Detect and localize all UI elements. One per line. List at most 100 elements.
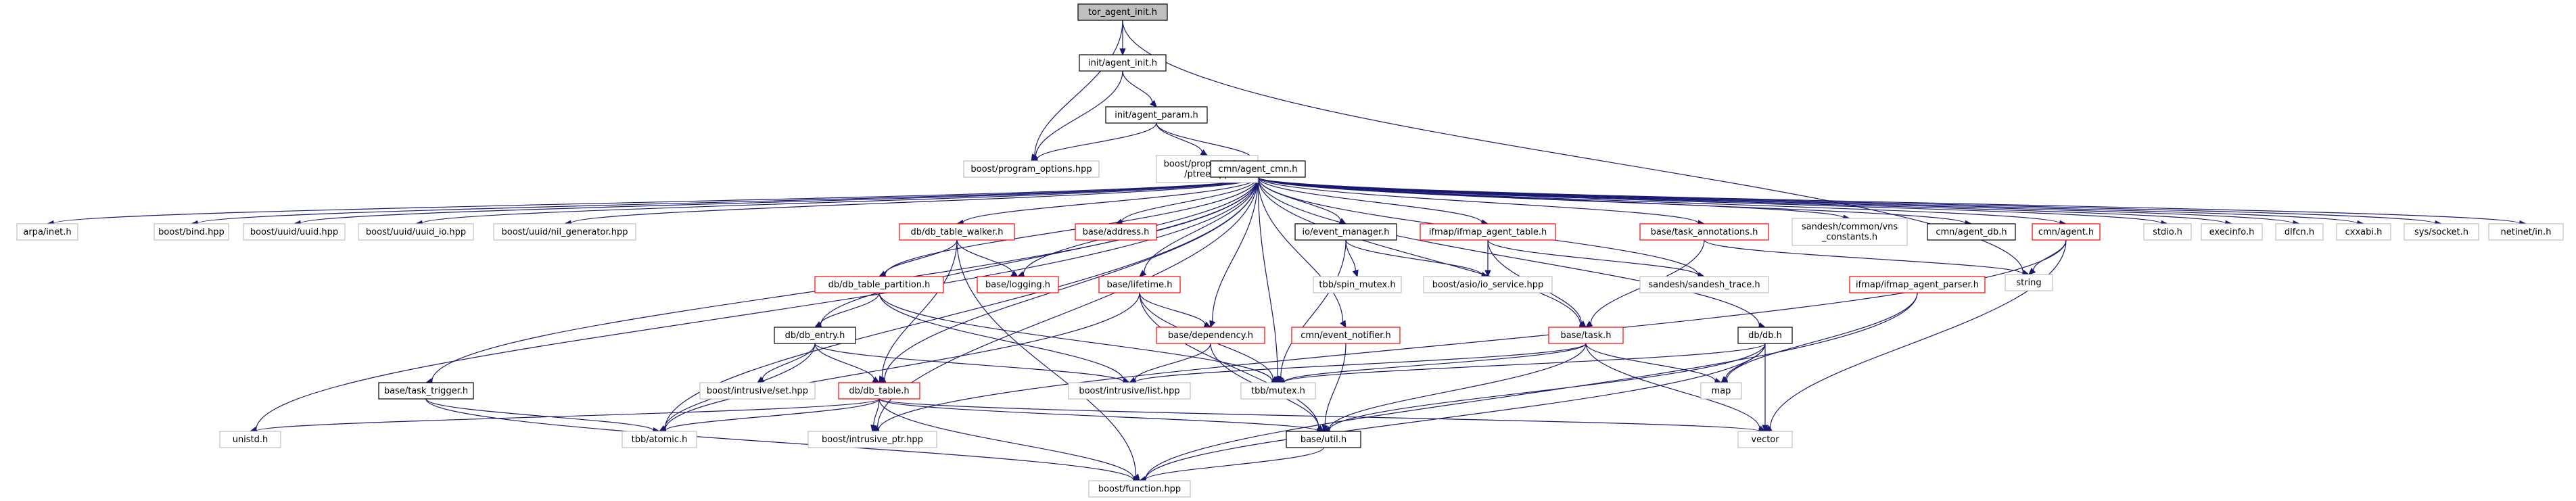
node-box (1075, 223, 1157, 241)
node-label: _constants.h (1821, 233, 1877, 243)
node-label: tbb/spin_mutex.h (1319, 280, 1395, 290)
node-vns-constants: sandesh/common/vns_constants.h (1792, 218, 1908, 246)
node-label: stdio.h (2153, 227, 2182, 237)
edge-agent_cmn-to-arpa_inet (53, 176, 1259, 224)
node-box (699, 382, 816, 400)
edge-agent_init-to-agent_param (1122, 70, 1153, 103)
node-box (977, 276, 1059, 293)
arrowhead-agent_cmn-to-event_notifier (1340, 320, 1346, 329)
node-box (1423, 276, 1553, 293)
node-label: arpa/inet.h (23, 227, 71, 237)
node-label: boost/asio/io_service.hpp (1432, 280, 1544, 290)
node-boost-function: boost/function.hpp (1088, 480, 1191, 498)
node-box (2143, 223, 2192, 241)
node-tbb-mutex: tbb/mutex.h (1240, 382, 1316, 400)
edge-db_table_walker-to-boost_function (956, 239, 1137, 476)
edge-db_table-to-boost_function (879, 398, 1135, 479)
node-task-annotations[interactable]: base/task_annotations.h (1639, 223, 1769, 241)
node-event-notifier[interactable]: cmn/event_notifier.h (1291, 327, 1401, 344)
node-label: tbb/mutex.h (1251, 386, 1305, 396)
node-box (1737, 431, 1793, 448)
node-label: base/dependency.h (1168, 331, 1253, 341)
node-label: unistd.h (233, 435, 268, 445)
node-box (1737, 327, 1793, 344)
node-event-manager[interactable]: io/event_manager.h (1294, 223, 1397, 241)
node-ifmap-agent-table[interactable]: ifmap/ifmap_agent_table.h (1420, 223, 1556, 241)
node-label: io/event_manager.h (1302, 227, 1389, 237)
node-box (774, 327, 856, 344)
node-box (1849, 276, 1986, 293)
node-box (2005, 274, 2053, 291)
node-label: base/lifetime.h (1107, 280, 1173, 290)
node-program-options: boost/program_options.hpp (963, 160, 1100, 178)
arrowhead-event_manager-to-spin_mutex (1352, 269, 1359, 278)
edges-layer (46, 20, 2527, 483)
node-root[interactable]: tor_agent_init.h (1077, 3, 1168, 21)
node-task-trigger[interactable]: base/task_trigger.h (378, 382, 474, 400)
node-base-dependency[interactable]: base/dependency.h (1156, 327, 1265, 344)
node-cmn-agent[interactable]: cmn/agent.h (2032, 223, 2101, 241)
node-agent-db[interactable]: cmn/agent_db.h (1927, 223, 2016, 241)
edge-agent_cmn-to-vns_constants (1257, 176, 1844, 218)
node-agent-init[interactable]: init/agent_init.h (1079, 54, 1167, 72)
edge-db_db-to-tbb_mutex (1284, 343, 1766, 383)
node-label: tbb/atomic.h (632, 435, 688, 445)
node-box (2201, 223, 2263, 241)
edge-agent_cmn-to-base_dependency (1212, 176, 1259, 322)
node-box (1700, 382, 1742, 400)
arrowhead-event_notifier-to-base_util (1321, 424, 1328, 433)
edge-root-to-program_options (1034, 20, 1123, 156)
node-db-table-walker[interactable]: db/db_table_walker.h (899, 223, 1015, 241)
node-base-lifetime[interactable]: base/lifetime.h (1098, 276, 1181, 293)
node-intrusive-ptr: boost/intrusive_ptr.hpp (807, 431, 937, 448)
node-agent-param[interactable]: init/agent_param.h (1105, 106, 1208, 124)
node-box (1098, 276, 1181, 293)
node-box (1088, 480, 1191, 498)
edge-base_task-to-vector (1585, 343, 1760, 429)
edge-agent_cmn-to-base_address (1121, 176, 1259, 222)
node-box (1639, 276, 1769, 293)
node-box (358, 223, 474, 241)
node-box (2275, 223, 2324, 241)
node-label: sys/socket.h (2414, 227, 2468, 237)
node-tbb-atomic: tbb/atomic.h (622, 431, 697, 448)
node-ifmap-agent-parser[interactable]: ifmap/ifmap_agent_parser.h (1849, 276, 1986, 293)
node-label: execinfo.h (2209, 227, 2255, 237)
node-box (2032, 223, 2101, 241)
arrowhead-db_table_walker-to-base_logging (1010, 270, 1019, 277)
edge-db_entry-to-intrusive_set (762, 343, 816, 380)
node-agent-cmn[interactable]: cmn/agent_cmn.h (1210, 160, 1306, 178)
node-base-address[interactable]: base/address.h (1075, 223, 1157, 241)
node-db-entry[interactable]: db/db_entry.h (774, 327, 856, 344)
node-arpa-inet: arpa/inet.h (16, 223, 78, 241)
node-base-util[interactable]: base/util.h (1286, 431, 1361, 448)
edge-task_annotations-to-string (1704, 239, 2023, 275)
edge-agent_cmn-to-nil_generator (570, 176, 1259, 224)
node-db-db[interactable]: db/db.h (1737, 327, 1793, 344)
node-box (807, 431, 937, 448)
node-box (963, 160, 1100, 178)
node-base-task[interactable]: base/task.h (1548, 327, 1624, 344)
node-db-table[interactable]: db/db_table.h (838, 382, 920, 400)
edge-agent_cmn-to-db_table_walker (962, 176, 1259, 224)
node-execinfo: execinfo.h (2201, 223, 2263, 241)
node-label: sandesh/common/vns (1802, 222, 1898, 233)
arrowhead-db_db-to-vector (1762, 425, 1769, 433)
edge-ifmap_agent_parser-to-boost_function (1145, 292, 1918, 479)
edge-base_task-to-map (1585, 343, 1716, 381)
node-boost-bind: boost/bind.hpp (154, 223, 229, 241)
node-box (1420, 223, 1556, 241)
edge-db_entry-to-intrusive_list (814, 343, 1124, 383)
node-box (1639, 223, 1769, 241)
node-db-table-partition[interactable]: db/db_table_partition.h (814, 276, 944, 293)
node-base-logging[interactable]: base/logging.h (977, 276, 1059, 293)
edge-db_table-to-vector (879, 398, 1760, 432)
arrowhead-agent_cmn-to-base_dependency (1209, 320, 1216, 329)
node-dlfcn: dlfcn.h (2275, 223, 2324, 241)
node-box (493, 223, 636, 241)
node-box (899, 223, 1015, 241)
node-label: vector (1751, 435, 1779, 445)
node-uuid: boost/uuid/uuid.hpp (243, 223, 346, 241)
edge-event_manager-to-tbb_mutex (1280, 239, 1346, 377)
node-box (1210, 160, 1306, 178)
